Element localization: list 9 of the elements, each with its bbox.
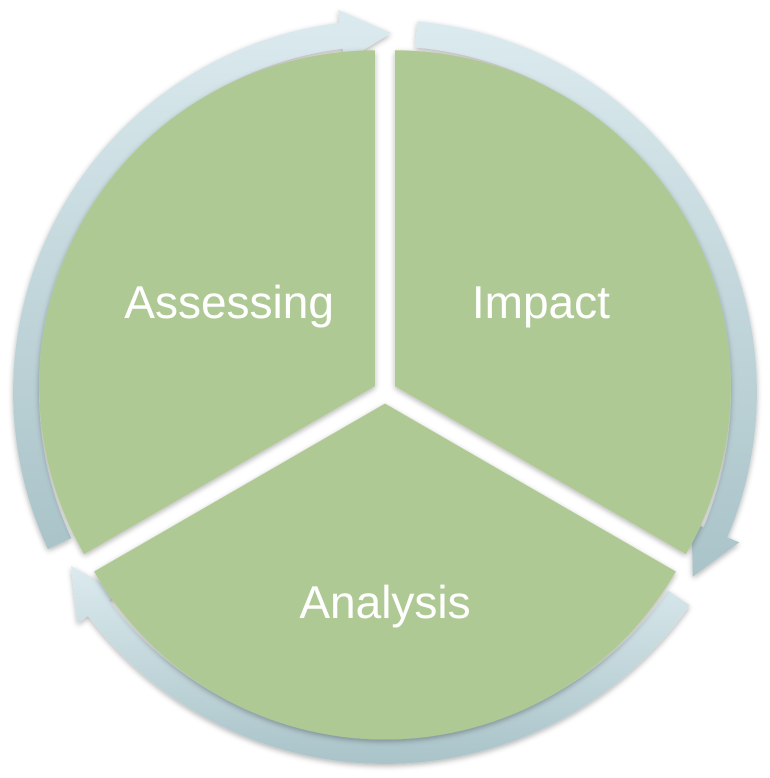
curved-arrow xyxy=(415,21,757,577)
segment-label: Impact xyxy=(472,279,610,325)
pie-segment xyxy=(39,50,376,554)
pie-segment xyxy=(94,404,676,739)
segment-label: Analysis xyxy=(299,579,471,625)
curved-arrow xyxy=(71,566,690,764)
curved-arrow xyxy=(14,10,392,550)
segment-label: Assessing xyxy=(124,279,334,325)
pie-segment xyxy=(394,50,731,554)
